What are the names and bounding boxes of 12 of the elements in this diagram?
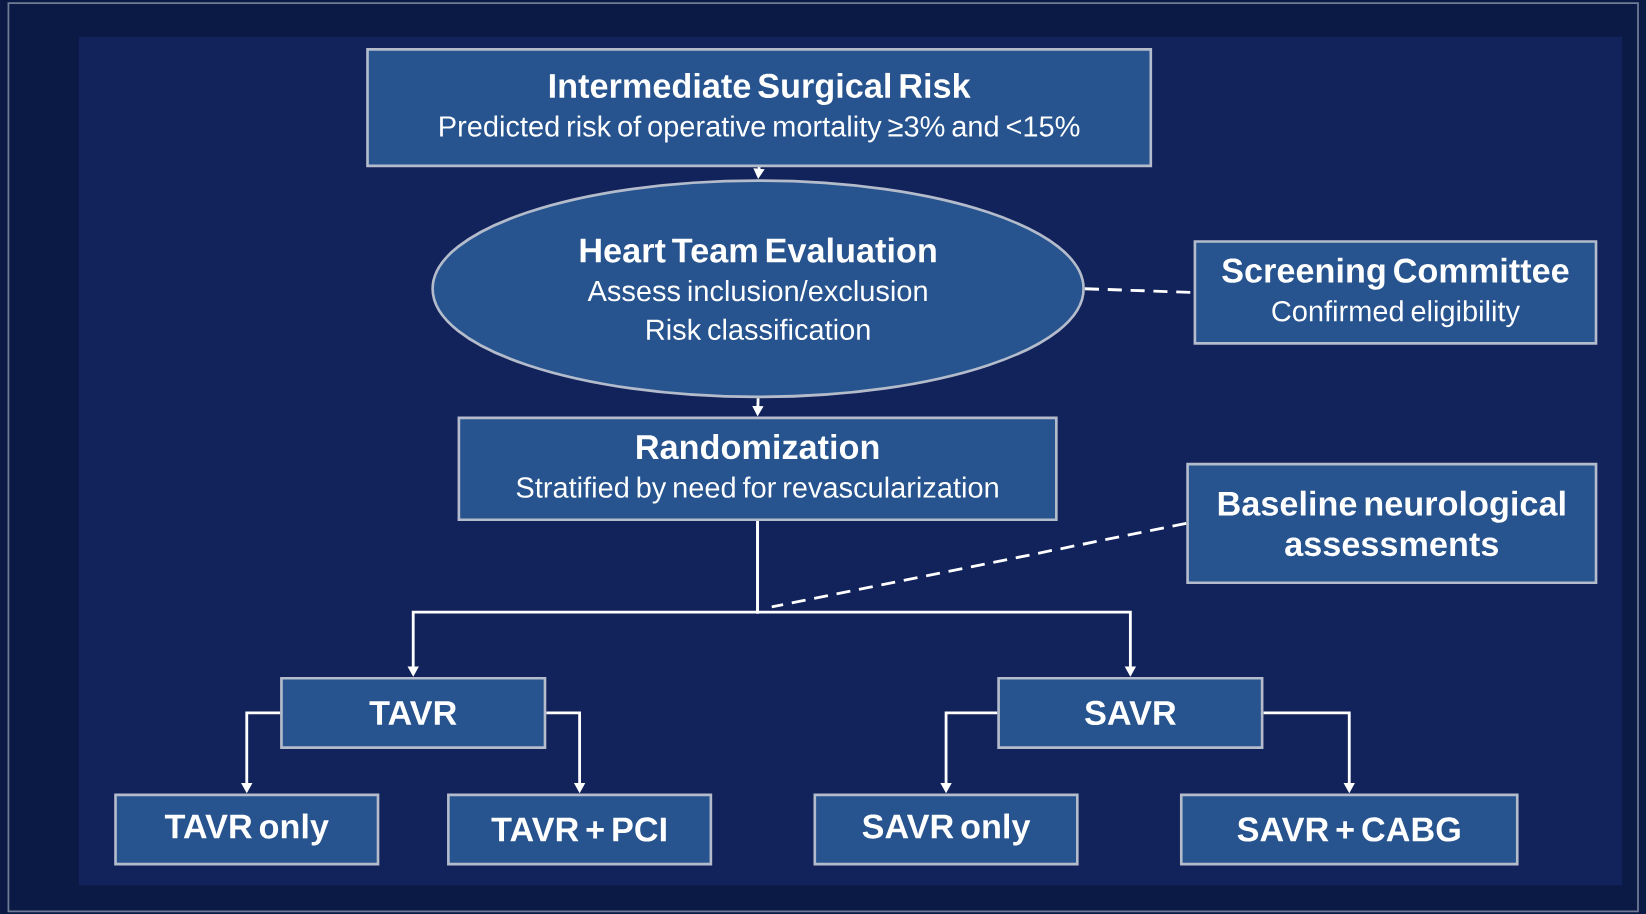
process-box: SAVR + CABG	[1179, 793, 1519, 866]
process-box: SAVR only	[813, 793, 1079, 866]
process-box: TAVR only	[114, 793, 380, 866]
oval-node: Heart Team Evaluation Assess inclusion/exclusion Risk classification	[431, 179, 1085, 399]
process-box: Screening Committee Confirmed eligibility	[1193, 240, 1598, 345]
process-box: TAVR + PCI	[447, 793, 713, 866]
process-box: TAVR	[280, 676, 547, 749]
process-box: Baseline neurological assessments	[1186, 462, 1598, 585]
dashed-line	[771, 522, 1187, 609]
process-box: SAVR	[997, 676, 1264, 749]
process-box: Intermediate Surgical Risk Predicted risk of operative mortality ≥3% and <15%	[366, 48, 1153, 168]
process-box: Randomization Stratified by need for revascularization	[457, 416, 1058, 522]
